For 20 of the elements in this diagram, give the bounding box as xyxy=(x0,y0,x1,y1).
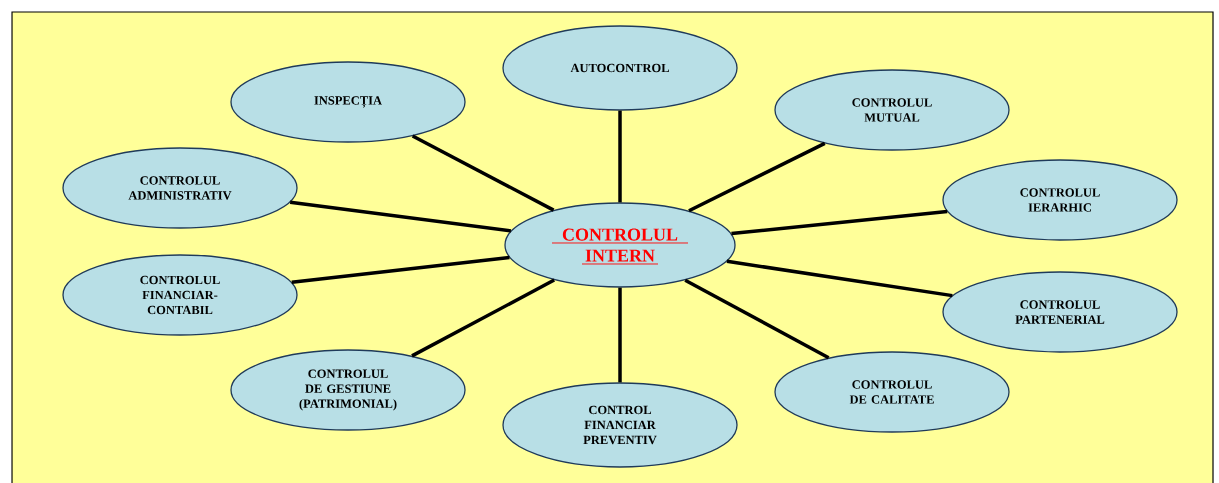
connector-line xyxy=(618,110,622,203)
ellipse-node: CONTROLUL DE CALITATE xyxy=(774,351,1010,433)
connector-line xyxy=(618,287,622,383)
connector-line xyxy=(289,200,512,233)
ellipse-node: CONTROLUL PARTENERIAL xyxy=(942,271,1178,353)
ellipse-node: INSPECȚIA xyxy=(230,61,466,143)
ellipse-node: CONTROLUL MUTUAL xyxy=(774,69,1010,151)
connector-line xyxy=(291,255,510,285)
ellipse-node: AUTOCONTROL xyxy=(502,25,738,111)
ellipse-node: CONTROLUL FINANCIAR-CONTABIL xyxy=(62,254,298,336)
ellipse-node: CONTROLUL DE GESTIUNE (PATRIMONIAL) xyxy=(230,349,466,431)
connector-line xyxy=(731,209,948,236)
ellipse-node: CONTROL FINANCIAR PREVENTIV xyxy=(502,382,738,468)
ellipse-node: CONTROLUL IERARHIC xyxy=(942,159,1178,241)
connector-line xyxy=(726,259,953,298)
ellipse-node: CONTROLUL ADMINISTRATIV xyxy=(62,147,298,229)
connector-line xyxy=(411,134,555,212)
connector-line xyxy=(684,278,830,360)
connector-line xyxy=(411,278,556,358)
connector-line xyxy=(688,141,826,213)
